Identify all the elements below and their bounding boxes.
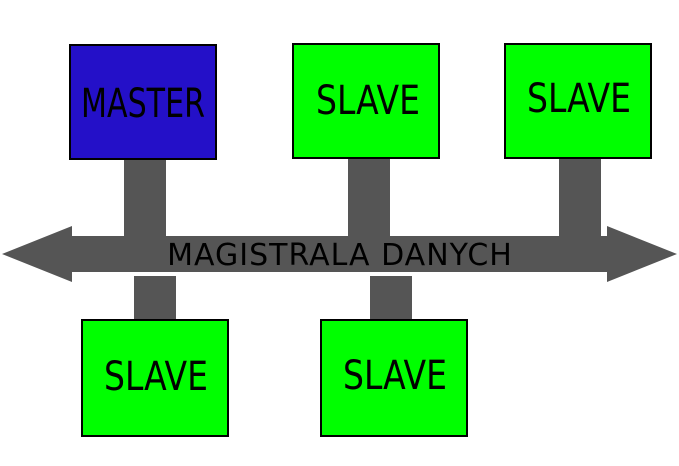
master-label: MASTER [81,81,205,127]
master-node: MASTER [69,44,217,160]
slave-top-right-connector [559,156,601,236]
slave-top-middle-connector [348,156,390,236]
data-bus-label: MAGISTRALA DANYCH [167,238,513,273]
slave-label: SLAVE [343,353,447,399]
slave-bottom-middle-connector [370,276,412,322]
slave-node-top-right: SLAVE [504,43,652,159]
data-bus-arrow [2,226,677,282]
slave-box [320,319,468,437]
slave-node-bottom-left: SLAVE [81,319,229,437]
slave-node-top-middle: SLAVE [292,43,440,159]
master-connector [124,158,166,236]
slave-label: SLAVE [527,76,631,122]
slave-label: SLAVE [104,354,208,400]
slave-box [292,43,440,159]
slave-box [504,43,652,159]
slave-node-bottom-middle: SLAVE [320,319,468,437]
slave-label: SLAVE [316,78,420,124]
slave-bottom-left-connector [134,276,176,322]
slave-box [81,319,229,437]
master-box [69,44,217,160]
